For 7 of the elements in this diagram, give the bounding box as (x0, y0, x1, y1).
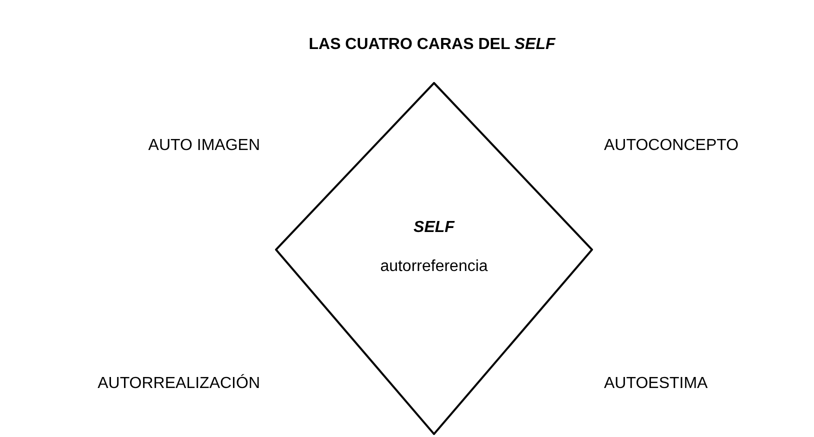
center-heading: SELF (414, 219, 454, 237)
face-label: AUTOESTIMA (604, 375, 708, 393)
face-label: AUTORREALIZACIÓN (98, 375, 260, 393)
face-label: AUTOCONCEPTO (604, 137, 739, 155)
face-label: AUTO IMAGEN (148, 137, 260, 155)
diagram-title: LAS CUATRO CARAS DEL SELF (308, 36, 556, 54)
center-subtitle: autorreferencia (380, 258, 488, 276)
